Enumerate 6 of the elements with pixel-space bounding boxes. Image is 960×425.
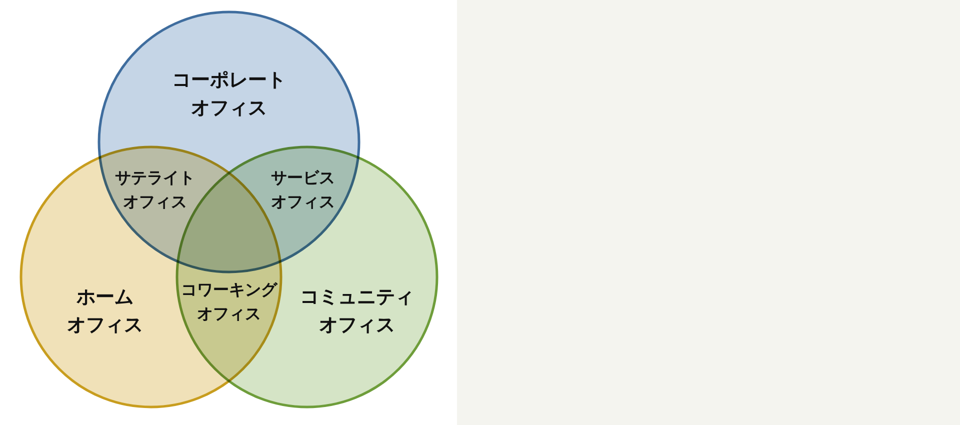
circle-label: コーポレートオフィス bbox=[172, 68, 286, 121]
region-label: サービスオフィス bbox=[271, 167, 335, 213]
circle-label: ホームオフィス bbox=[67, 285, 143, 338]
circle-label: コミュニティオフィス bbox=[300, 285, 414, 338]
region-label: サテライトオフィス bbox=[115, 167, 195, 213]
region-label: コワーキングオフィス bbox=[181, 279, 277, 325]
